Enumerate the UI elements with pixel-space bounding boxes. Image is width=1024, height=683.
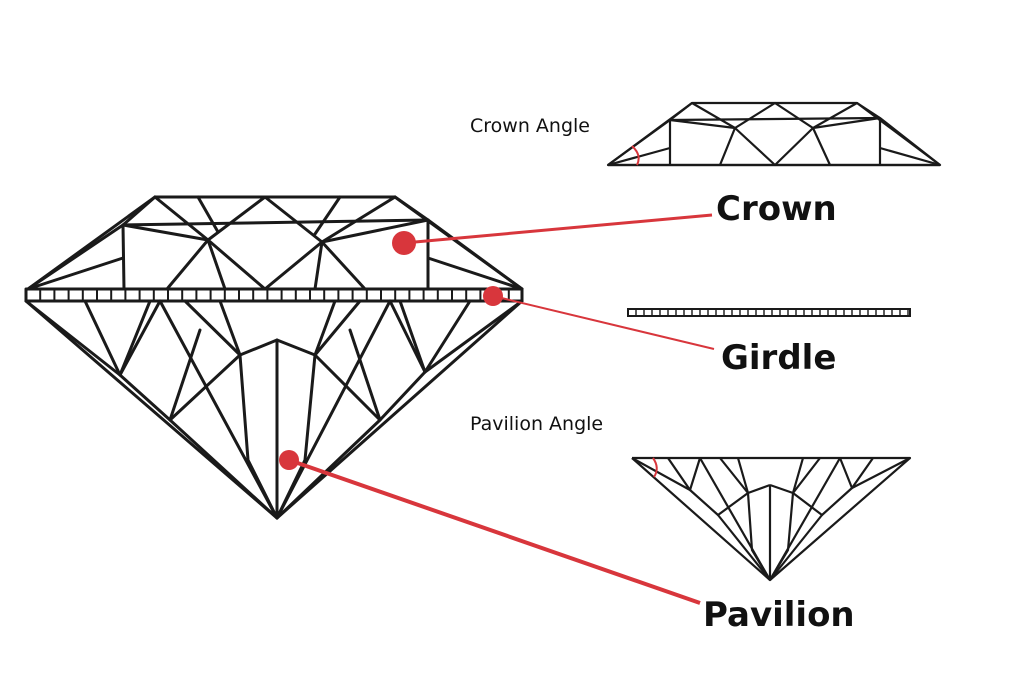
main-girdle bbox=[24, 287, 524, 303]
pavilion-pointer-line bbox=[288, 458, 701, 605]
crown-section bbox=[606, 101, 942, 167]
pavilion-angle-label: Pavilion Angle bbox=[470, 413, 604, 435]
pavilion-section bbox=[631, 456, 912, 582]
crown-pointer-line bbox=[403, 213, 713, 245]
pointers bbox=[279, 213, 715, 605]
crown-label: Crown bbox=[716, 189, 837, 229]
side-girdle-ticks bbox=[635, 309, 909, 316]
pavilion-label: Pavilion bbox=[703, 595, 855, 635]
main-pavilion bbox=[24, 299, 524, 520]
main-diamond bbox=[24, 195, 524, 520]
main-girdle-ticks bbox=[39, 289, 510, 301]
girdle-pointer-dot bbox=[483, 286, 503, 306]
girdle-pointer-line bbox=[492, 295, 715, 350]
crown-angle-arc bbox=[631, 145, 640, 166]
pavilion-pointer-dot bbox=[279, 450, 299, 470]
main-crown bbox=[26, 195, 524, 291]
crown-pointer-dot bbox=[392, 231, 416, 255]
girdle-label: Girdle bbox=[721, 338, 837, 378]
pavilion-angle-arc bbox=[652, 457, 658, 478]
crown-angle-label: Crown Angle bbox=[470, 115, 590, 137]
girdle-section bbox=[627, 308, 911, 317]
